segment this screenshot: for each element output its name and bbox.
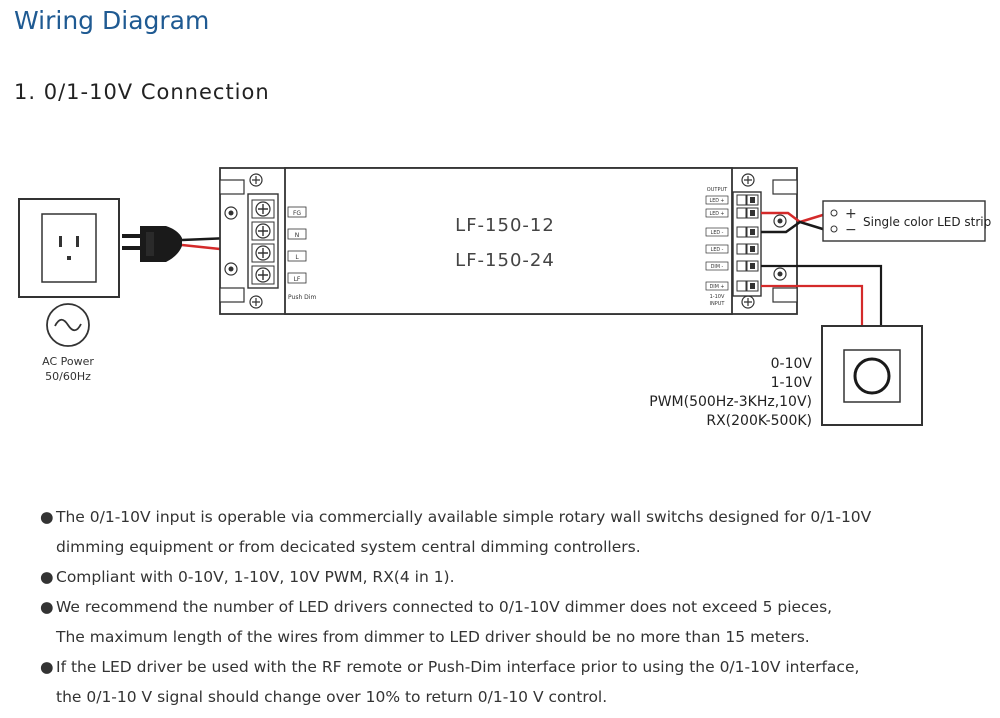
dimmer-signal-rx: RX(200K-500K) <box>706 413 812 429</box>
output-terminal-slot-icon <box>736 194 759 206</box>
terminal-n-label: N <box>295 232 300 239</box>
bullet-icon: ● <box>40 658 54 676</box>
output-terminal-label: LED + <box>710 198 725 204</box>
model-label-24v: LF-150-24 <box>455 250 555 271</box>
input-voltage-label: 1-10V <box>710 294 725 300</box>
note-line: Compliant with 0-10V, 1-10V, 10V PWM, RX… <box>56 568 455 586</box>
section-title: 1. 0/1-10V Connection <box>14 80 270 104</box>
output-terminal-label: DIM - <box>711 264 724 270</box>
output-terminal-labels: OUTPUT LED + LED + LED - LED - DIM - DIM + 1-… <box>705 187 729 307</box>
note-line: We recommend the number of LED drivers c… <box>56 598 833 616</box>
output-terminal-label: LED - <box>711 247 724 253</box>
bullet-icon: ● <box>40 508 54 526</box>
terminal-fg-label: FG <box>293 210 301 217</box>
output-terminal-slot-icon <box>736 226 759 238</box>
wall-outlet <box>18 198 120 298</box>
input-terminal-labels: FG N L LF Push Dim <box>287 206 316 301</box>
note-item: ● Compliant with 0-10V, 1-10V, 10V PWM, … <box>40 562 940 592</box>
note-line: If the LED driver be used with the RF re… <box>56 658 860 676</box>
minus-sign: − <box>845 222 857 238</box>
output-terminal-label-box <box>705 261 729 271</box>
model-label-12v: LF-150-12 <box>455 215 555 236</box>
note-item: ● The 0/1-10V input is operable via comm… <box>40 502 940 562</box>
notes-list: ● The 0/1-10V input is operable via comm… <box>40 502 940 712</box>
output-terminal-label-box <box>705 281 729 291</box>
note-item: ● If the LED driver be used with the RF … <box>40 652 940 712</box>
led-output-wires <box>761 211 827 234</box>
input-terminal-block <box>247 193 279 289</box>
dimmer-signal-1-10v: 1-10V <box>771 375 813 391</box>
plus-sign: + <box>845 206 857 222</box>
led-driver <box>219 167 798 315</box>
push-dim-label: Push Dim <box>288 294 316 301</box>
input-header: INPUT <box>710 301 726 307</box>
output-terminal-label-box <box>705 195 729 205</box>
bullet-icon: ● <box>40 598 54 616</box>
ac-frequency-label: 50/60Hz <box>45 370 91 383</box>
dimmer-signal-pwm: PWM(500Hz-3KHz,10V) <box>649 394 812 410</box>
note-line: dimming equipment or from decicated syst… <box>56 538 641 556</box>
output-terminal-slot-icon <box>736 260 759 272</box>
output-terminal-slot-icon <box>736 280 759 292</box>
led-strip <box>822 200 986 242</box>
led-strip-label: Single color LED strip <box>863 215 991 229</box>
wiring-diagram: AC Power 50/60Hz <box>18 167 991 429</box>
output-terminal-label: LED + <box>710 211 725 217</box>
note-line: The 0/1-10V input is operable via commer… <box>56 508 872 526</box>
dimmer-signal-0-10v: 0-10V <box>771 356 813 372</box>
terminal-screw-icon <box>251 243 275 263</box>
note-line: the 0/1-10 V signal should change over 1… <box>56 688 608 706</box>
output-terminal-label-box <box>705 244 729 254</box>
bullet-icon: ● <box>40 568 54 586</box>
note-line: The maximum length of the wires from dim… <box>56 628 810 646</box>
ac-power-icon <box>46 303 90 347</box>
note-item: ● We recommend the number of LED drivers… <box>40 592 940 652</box>
output-header: OUTPUT <box>707 187 728 193</box>
output-terminal-block <box>732 191 762 297</box>
terminal-screw-icon <box>251 221 275 241</box>
terminal-screw-icon <box>251 199 275 219</box>
output-terminal-label-box <box>705 208 729 218</box>
dimmer-knob-icon <box>853 357 891 395</box>
output-terminal-label: DIM + <box>710 284 725 290</box>
dimmer-wires <box>761 264 883 326</box>
terminal-lf-label: LF <box>294 276 301 283</box>
output-terminal-slot-icon <box>736 207 759 219</box>
page-title: Wiring Diagram <box>14 6 210 35</box>
output-terminal-label-box <box>705 227 729 237</box>
output-terminal-slot-icon <box>736 243 759 255</box>
terminal-l-label: L <box>295 254 299 261</box>
ac-power-label: AC Power <box>42 355 94 368</box>
output-terminal-label: LED - <box>711 230 724 236</box>
power-plug <box>122 226 182 262</box>
terminal-screw-icon <box>251 265 275 285</box>
